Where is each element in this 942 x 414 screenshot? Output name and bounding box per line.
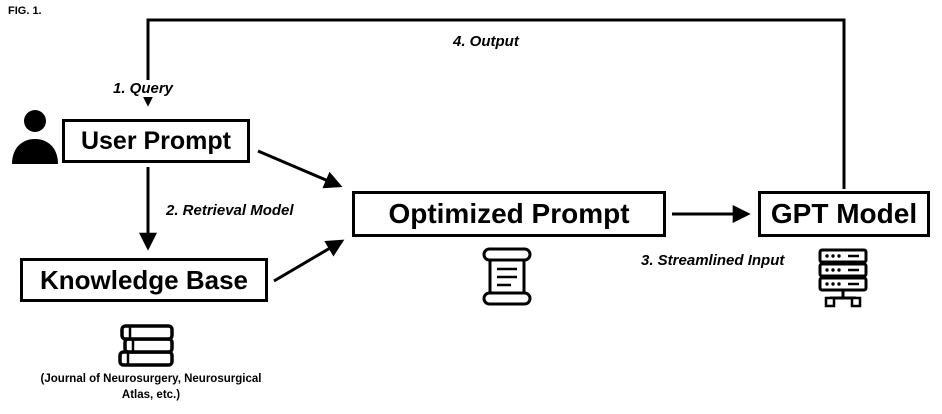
server-icon [812,247,874,309]
books-icon [114,314,178,368]
node-gpt-model: GPT Model [758,191,930,237]
edge-label-query: 1. Query [110,80,177,97]
figure-label: FIG. 1. [8,5,42,17]
kb-to-optimized-arrow [273,239,345,283]
user-to-optimized-arrow [257,149,343,189]
edge-label-retrieval-model: 2. Retrieval Model [163,202,297,219]
gpt-model-label: GPT Model [770,198,918,229]
node-optimized-prompt: Optimized Prompt [352,191,666,237]
edge-label-output: 4. Output [450,33,522,50]
edge-label-streamlined-input: 3. Streamlined Input [638,252,788,269]
optimized-prompt-label: Optimized Prompt [388,198,630,229]
knowledge-base-label: Knowledge Base [39,264,249,295]
person-icon [10,108,60,164]
knowledge-base-caption: (Journal of Neurosurgery, Neurosurgical … [40,373,262,401]
node-user-prompt: User Prompt [62,119,250,163]
node-knowledge-base: Knowledge Base [20,258,268,302]
scroll-icon [479,243,535,309]
user-prompt-label: User Prompt [80,126,232,155]
